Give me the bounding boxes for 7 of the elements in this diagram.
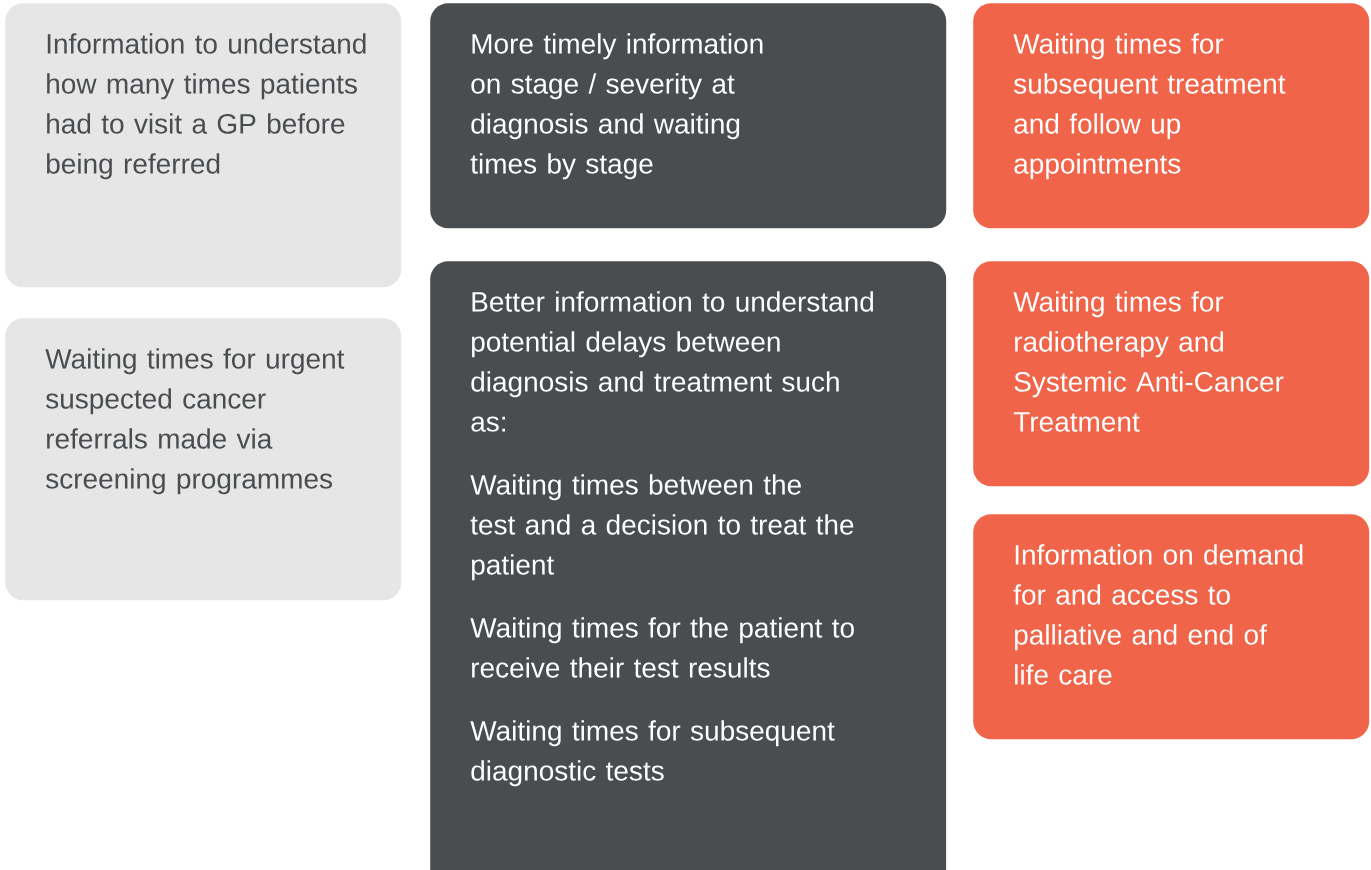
- info-box: More timely information on stage / severity at diagnosis and waiting times by stage: [430, 3, 947, 229]
- info-box: Waiting times for urgent suspected cancer referrals made via screening programmes: [5, 318, 402, 601]
- info-box: Information to understand how many times patients had to visit a GP before being referred: [5, 3, 402, 288]
- info-box: Waiting times for radiotherapy and Systemic Anti-Cancer Treatment: [973, 261, 1370, 487]
- info-box: Better information to understand potential delays between diagnosis and treatment such as: Waiting times between the test and a decision to treat the patient Waiting times for the patient to receive their test results Waiting times for subsequent diagnostic tests: [430, 261, 947, 870]
- info-box: Information on demand for and access to palliative and end of life care: [973, 514, 1370, 740]
- info-box: Waiting times for subsequent treatment and follow up appointments: [973, 3, 1370, 229]
